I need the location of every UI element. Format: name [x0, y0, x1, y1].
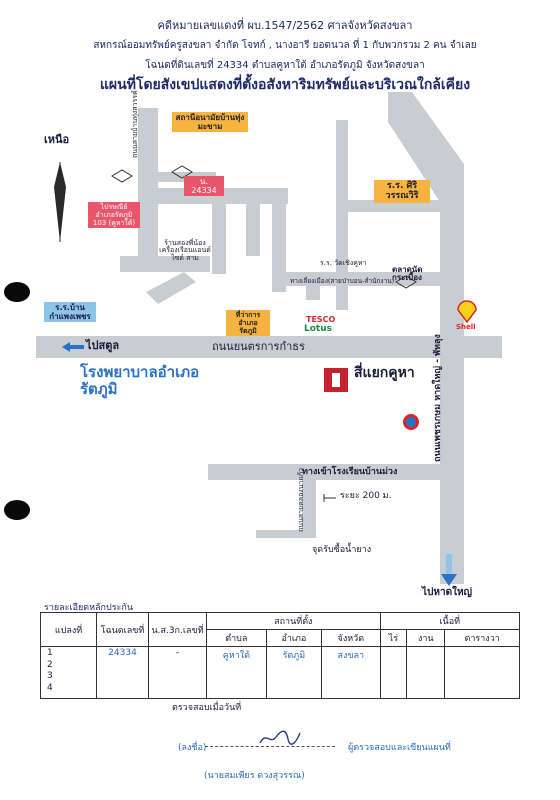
parcel-numbers: 1 2 3 4 — [40, 646, 97, 699]
col-area: เนื้อที่ — [379, 612, 521, 630]
binder-hole — [4, 282, 30, 302]
road-small — [246, 202, 260, 256]
collateral-table: แปลงที่ โฉนดเลขที่ น.ส.3ก.เลขที่ สถานที่… — [40, 612, 521, 699]
tesco-label: TESCO — [306, 315, 336, 324]
rai-value — [379, 646, 408, 699]
parties-line: สหกรณ์ออมทรัพย์ครูสงขลา จำกัด โจทก์ , นา… — [93, 40, 477, 51]
col-location: สถานที่ตั้ง — [206, 612, 381, 630]
col-wa: ตารางวา — [444, 629, 520, 647]
road-entrance — [208, 464, 440, 480]
to-satun-label: ไปสตูล — [86, 339, 120, 352]
col-amphoe: อำเภอ — [265, 629, 323, 647]
school-right-label: ร.ร. ศิริวรรณวิริ — [374, 180, 430, 203]
table-subheader-row: ตำบล อำเภอ จังหวัด ไร่ งาน ตารางวา — [41, 629, 520, 647]
table-caption: รายละเอียดหลักประกัน — [44, 603, 133, 613]
to-satun-arrow — [62, 342, 84, 352]
col-ngan: งาน — [406, 629, 446, 647]
road-diagonal-left — [146, 272, 196, 304]
table-row: 1 2 3 4 24334 - คูหาใต้ รัตภูมิ สงขลา — [40, 646, 520, 699]
parcel-number: 2 — [47, 659, 53, 670]
distance-lines — [323, 494, 336, 502]
deed-value: 24334 — [96, 646, 149, 699]
shop-label: ร้านสองพี่น้องเครื่องเรือนแอนด์ไซด์ สาม — [159, 239, 211, 262]
hospital-label: โรงพยาบาลอำเภอรัตภูมิ — [80, 363, 200, 399]
school-wat-label: ร.ร. วัดเชิงคูหา — [320, 259, 367, 267]
tambon-value: คูหาใต้ — [206, 646, 267, 699]
road-rubber — [256, 530, 316, 538]
north-label: เหนือ — [44, 133, 70, 146]
sign-label: (ลงชื่อ) — [178, 743, 207, 753]
binder-hole — [4, 500, 30, 520]
location-map: เหนือ สถานีอนามัยบ้านทุ่งมะขาม น. 24334 … — [36, 90, 524, 612]
highway-right-label: ถนนเพชรเกษม หาดใหญ่ - พัทลุง — [433, 334, 443, 462]
wa-value — [444, 646, 520, 699]
ns3k-value: - — [148, 646, 207, 699]
vertical-road-label: ถนนสายบ้านทุ่งสวรรค์ — [131, 90, 139, 158]
main-road-label: ถนนยนตรการกำธร — [212, 340, 305, 353]
shell-label: Shell — [456, 323, 476, 331]
road-vertical — [138, 108, 158, 270]
road-wat — [286, 272, 440, 286]
road-highway — [440, 164, 464, 584]
distance-label: ระยะ 200 ม. — [340, 491, 392, 501]
district-office-label: ที่ว่าการ อำเภอ รัตภูมิ — [226, 310, 270, 337]
road-shop — [120, 256, 210, 272]
road-small — [212, 188, 226, 274]
road-school — [336, 120, 348, 310]
school-left-label: ร.ร.บ้านกำแพงเพชร — [44, 302, 96, 323]
col-deed: โฉนดเลขที่ — [96, 612, 149, 647]
to-hatyai-arrow — [441, 554, 457, 586]
entrance-label: ทางเข้าโรงเรียนบ้านม่วง — [302, 467, 398, 477]
shell-logo — [457, 300, 477, 324]
lotus-label: Lotus — [304, 324, 332, 334]
road-main — [36, 336, 502, 358]
col-ns3k: น.ส.3ก.เลขที่ — [148, 612, 207, 647]
map-title: แผนที่โดยสังเขปแสดงที่ตั้งอสังหาริมทรัพย… — [99, 77, 471, 93]
col-parcel: แปลงที่ — [40, 612, 97, 647]
north-arrow — [54, 162, 66, 242]
role-label: ผู้ตรวจสอบและเขียนแผนที่ — [348, 743, 451, 753]
ngan-value — [406, 646, 446, 699]
rubber-label: จุดรับซื้อน้ำยาง — [312, 545, 372, 555]
amphoe-value: รัตภูมิ — [265, 646, 323, 699]
alley-label: ถนนสายคลองนาแก้ว — [297, 467, 305, 532]
market-label: ตลาดนัด กระเบื้อง — [392, 265, 423, 283]
deed-line: โฉนดที่ดินเลขที่ 24334 ตำบลคูหาใต้ อำเภอ… — [145, 60, 425, 71]
to-hatyai-label: ไปหาดใหญ่ — [422, 587, 473, 598]
signature — [258, 727, 302, 753]
post-office-label: ไปรษณีย์อำเภอรัตภูมิ 103 (คูหาใต้) — [88, 202, 140, 229]
surveyor-name: (นายสมเพียร ดวงสุวรรณ) — [204, 771, 305, 781]
signature-line — [205, 746, 335, 747]
parcel-tag: น. 24334 — [184, 176, 224, 197]
road-alley — [302, 480, 316, 536]
province-value: สงขลา — [321, 646, 381, 699]
fuel-station-logo — [403, 414, 419, 430]
parcel-number: 4 — [47, 683, 53, 694]
parcel-number: 1 — [47, 648, 53, 658]
health-station-label: สถานีอนามัยบ้านทุ่งมะขาม — [172, 112, 248, 133]
road-small — [306, 282, 320, 300]
bypass-label: ทางเลี่ยงเมือง(สายป่าบอน-สำนักงาน) — [290, 277, 395, 285]
col-rai: ไร่ — [379, 629, 408, 647]
case-number: คดีหมายเลขแดงที่ ผบ.1547/2562 ศาลจังหวัด… — [157, 19, 413, 32]
house-markers — [111, 165, 417, 289]
table-header-row: แปลงที่ โฉนดเลขที่ น.ส.3ก.เลขที่ สถานที่… — [40, 612, 521, 647]
checked-date-label: ตรวจสอบเมื่อวันที่ — [172, 703, 242, 713]
col-province: จังหวัด — [321, 629, 381, 647]
col-tambon: ตำบล — [206, 629, 267, 647]
road-school-branch — [348, 200, 440, 212]
road-small — [272, 202, 286, 292]
parcel-number: 3 — [47, 671, 53, 682]
junction-label: สี่แยกคูหา — [354, 365, 415, 381]
